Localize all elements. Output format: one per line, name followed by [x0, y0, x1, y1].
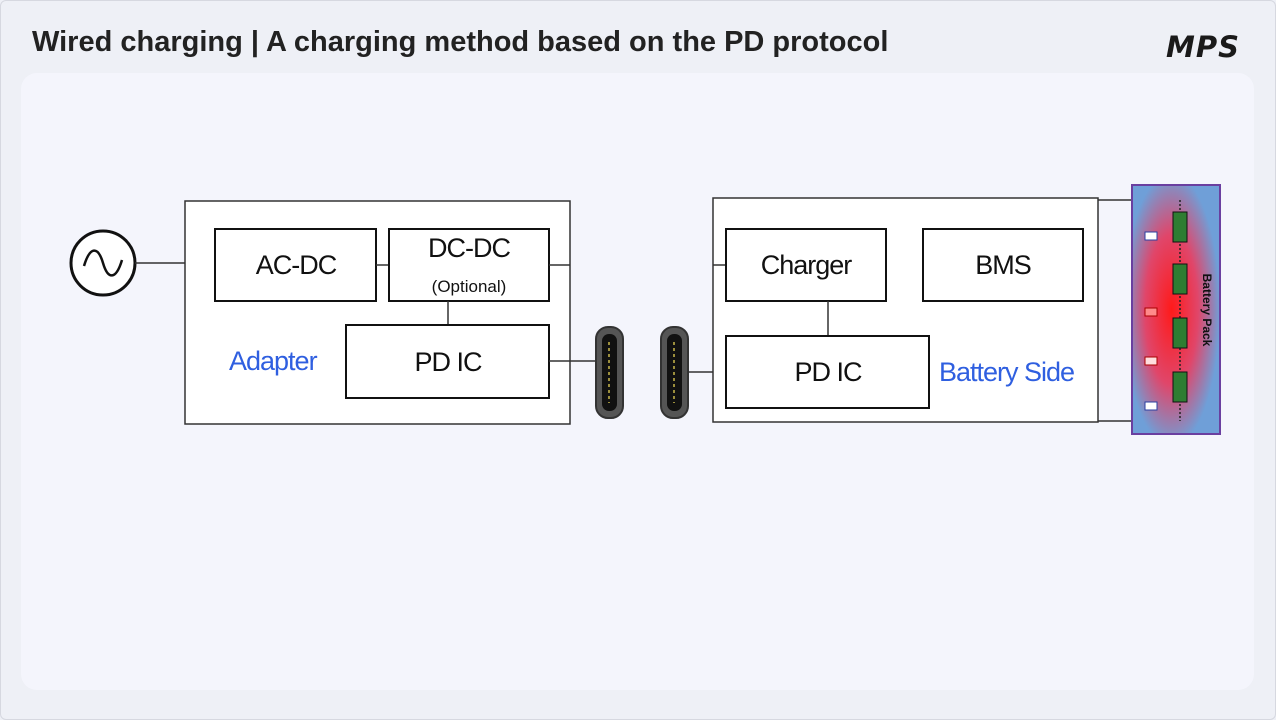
adapter-label: Adapter [229, 346, 318, 376]
thermistor-icon [1144, 401, 1158, 411]
adapter-pdic-label: PD IC [414, 347, 482, 377]
usb-c-connector-icon [660, 326, 689, 419]
battery-side-label: Battery Side [939, 357, 1074, 387]
acdc-block: AC-DC [214, 228, 377, 302]
battery-pdic-label: PD IC [794, 357, 862, 387]
dcdc-optional-note: (Optional) [432, 277, 507, 296]
ac-source-icon [69, 229, 137, 297]
charger-block: Charger [725, 228, 887, 302]
battery-cell-icon [1172, 263, 1188, 295]
charger-label: Charger [761, 250, 853, 280]
acdc-label: AC-DC [256, 250, 337, 280]
bms-block: BMS [922, 228, 1084, 302]
page-title: Wired charging | A charging method based… [32, 26, 889, 58]
battery-pack: Battery Pack [1131, 184, 1221, 435]
battery-cell-icon [1172, 371, 1188, 403]
battery-pack-label: Battery Pack [1200, 274, 1214, 347]
thermistor-icon [1144, 307, 1158, 317]
mps-logo: MPS [1166, 30, 1240, 64]
dcdc-label: DC-DC [428, 233, 510, 263]
thermistor-icon [1144, 356, 1158, 366]
adapter-pdic-block: PD IC [345, 324, 550, 399]
battery-cell-icon [1172, 211, 1188, 243]
battery-pdic-block: PD IC [725, 335, 930, 409]
bms-label: BMS [975, 250, 1031, 280]
thermistor-icon [1144, 231, 1158, 241]
dcdc-block: DC-DC (Optional) [388, 228, 550, 302]
usb-c-connector-icon [595, 326, 624, 419]
battery-cell-icon [1172, 317, 1188, 349]
